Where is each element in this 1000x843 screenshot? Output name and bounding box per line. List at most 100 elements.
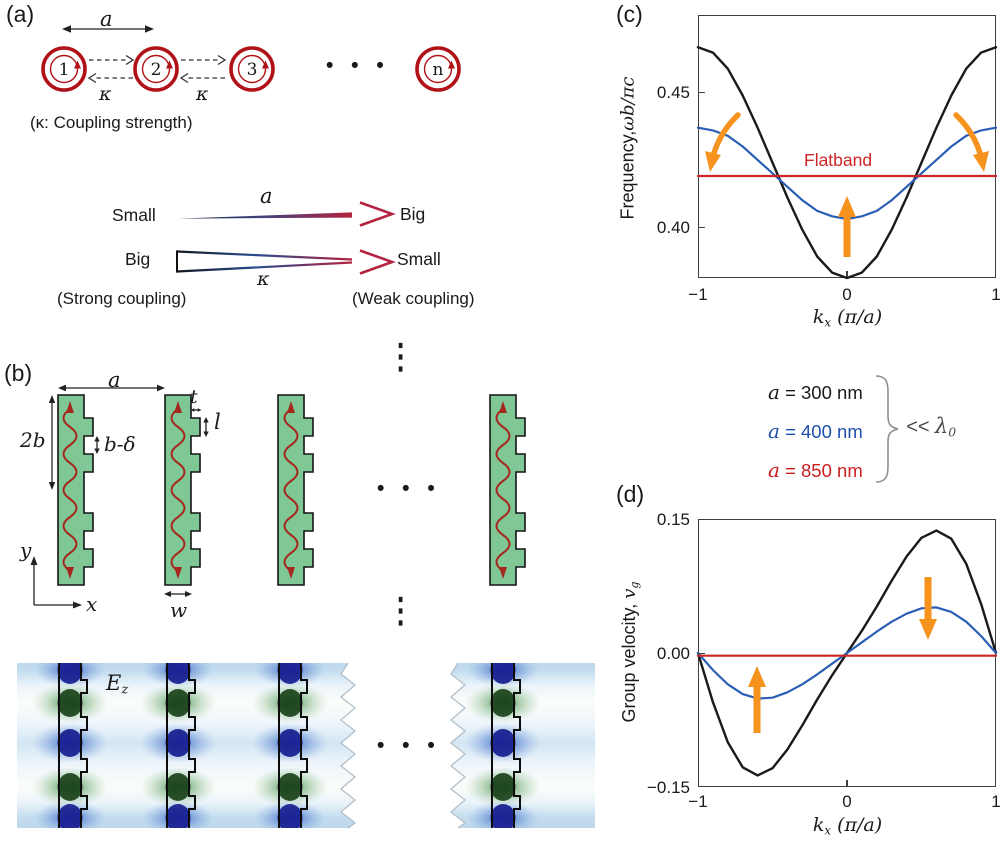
guided-wave-2 — [170, 401, 186, 579]
orange-arrow-down — [919, 577, 937, 640]
legend-symbol: a — [768, 419, 780, 443]
dim-l-label: l — [214, 410, 221, 434]
dim-2b-arrow — [48, 395, 56, 490]
chart-c-ylabel: Frequency,ωb/πc — [618, 77, 639, 220]
xtick-label-d-1: 1 — [991, 792, 1000, 811]
panel-c-label: (c) — [616, 1, 643, 27]
legend-item-400nm: a = 400 nm — [768, 419, 863, 443]
map1-left-label: Small — [112, 205, 156, 225]
legend-text: = 300 nm — [779, 382, 863, 403]
map2-left-label: Big — [125, 249, 151, 269]
map2-right-label: Small — [397, 249, 441, 269]
ylabel-d-math: v — [618, 588, 640, 599]
orange-arrow-up-center — [838, 196, 856, 257]
arrow-a-small-to-big — [178, 201, 396, 227]
legend-text: = 850 nm — [779, 460, 863, 481]
arrow-kappa-big-to-small — [176, 249, 396, 275]
ring-number: n — [433, 60, 444, 80]
map1-arrow-label: a — [260, 184, 273, 208]
torn-edge-left — [339, 662, 357, 829]
xtick-c-0 — [846, 271, 848, 277]
ylabel-d-mathsub: g — [628, 581, 642, 589]
dim-a-b-label: a — [108, 368, 121, 392]
chart-d-arrows — [748, 577, 937, 733]
xlabel-c-sub: x — [824, 315, 832, 330]
panel-b-label: (b) — [4, 360, 33, 386]
field-ellipsis: • • • — [377, 734, 441, 757]
panel-d-label: (d) — [616, 481, 645, 507]
orange-arrow-up — [748, 666, 766, 733]
ylabel-c-math: ωb/πc — [617, 76, 639, 131]
ring-number: 1 — [59, 60, 70, 80]
xtick-label-c-m1: −1 — [688, 285, 708, 304]
flatband-annotation: Flatband — [804, 150, 873, 170]
dim-bdelta-label: b-δ — [104, 432, 136, 456]
lambda-symbol: λ — [934, 414, 949, 438]
ytick-label-d-000: 0.00 — [656, 644, 690, 663]
lattice-ellipsis-mid: • • • — [377, 477, 441, 500]
xtick-label-d-m1: −1 — [688, 792, 708, 811]
ring-resonator-n: n — [415, 46, 461, 92]
lattice-ellipsis-bottom: ⋮ — [387, 592, 414, 630]
waveguide-4 — [489, 394, 526, 586]
axis-y-label: y — [20, 538, 32, 562]
axis-x-label: x — [86, 592, 98, 616]
chart-d-plot — [696, 529, 998, 777]
orange-arrow-curved-right — [953, 112, 989, 172]
ylabel-d-prefix: Group velocity, — [618, 598, 639, 723]
field-plot-left — [17, 663, 355, 828]
chart-c-arrows — [705, 112, 989, 257]
ring-ellipsis: • • • — [326, 54, 390, 77]
xtick-label-d-0: 0 — [842, 792, 852, 811]
torn-edge-right — [449, 662, 467, 829]
legend-item-850nm: a = 850 nm — [768, 458, 863, 482]
chart-c-xlabel: kx (π/a) — [795, 306, 900, 329]
map2-arrow-label: κ — [257, 268, 270, 290]
legend-item-300nm: a = 300 nm — [768, 380, 863, 404]
dim-2b-label: 2b — [20, 428, 46, 452]
ytick-d-000 — [699, 652, 705, 654]
ytick-c-040 — [699, 226, 705, 228]
curve-a = 300 nm — [696, 46, 998, 280]
panel-a-label: (a) — [6, 1, 35, 27]
coordinate-axes — [30, 556, 82, 609]
kappa-label-2: κ — [196, 83, 209, 105]
weak-coupling-caption: (Weak coupling) — [352, 289, 475, 308]
dim-a-arrow — [58, 384, 165, 392]
xlabel-d-rest: (π/a) — [831, 814, 883, 836]
waveguide-2 — [164, 394, 201, 586]
ez-subscript: z — [121, 682, 129, 698]
xtick-d-0 — [846, 780, 848, 786]
ytick-label-c-045: 0.45 — [656, 83, 690, 102]
legend-symbol: a — [768, 458, 780, 482]
lattice-ellipsis-top: ⋮ — [387, 338, 414, 376]
xtick-label-c-0: 0 — [842, 285, 852, 304]
dim-a-label: a — [100, 7, 113, 31]
guided-wave-4 — [495, 401, 511, 579]
legend-symbol: a — [768, 380, 780, 404]
chart-d-ylabel: Group velocity, vg — [619, 581, 641, 722]
dim-t-label: t — [190, 386, 198, 408]
legend-wavelength-note: << λ0 — [906, 414, 956, 439]
kappa-label-1: κ — [99, 83, 112, 105]
map1-right-label: Big — [400, 204, 426, 224]
guided-wave-1 — [62, 401, 78, 579]
xlabel-c-k: k — [812, 306, 825, 328]
chart-d-xlabel: kx (π/a) — [795, 814, 900, 837]
ring-number: 3 — [247, 60, 258, 80]
xtick-label-c-1: 1 — [991, 285, 1000, 304]
ring-resonator-3: 3 — [229, 46, 275, 92]
panel-b-art — [17, 384, 595, 829]
ring-number: 2 — [151, 60, 162, 80]
panel-a-art: 1 2 3 n — [41, 25, 461, 275]
ytick-label-d-015: 0.15 — [656, 510, 690, 529]
ylabel-c-prefix: Frequency, — [617, 130, 638, 220]
waveguide-1 — [57, 394, 94, 586]
dim-t-arrow — [190, 408, 202, 412]
field-plot-right — [451, 663, 595, 828]
ytick-label-d-m015: −0.15 — [646, 778, 690, 797]
legend-text: = 400 nm — [779, 421, 863, 442]
ytick-c-045 — [699, 91, 705, 93]
lambda-subscript: 0 — [948, 424, 957, 440]
ez-symbol: E — [106, 671, 122, 695]
